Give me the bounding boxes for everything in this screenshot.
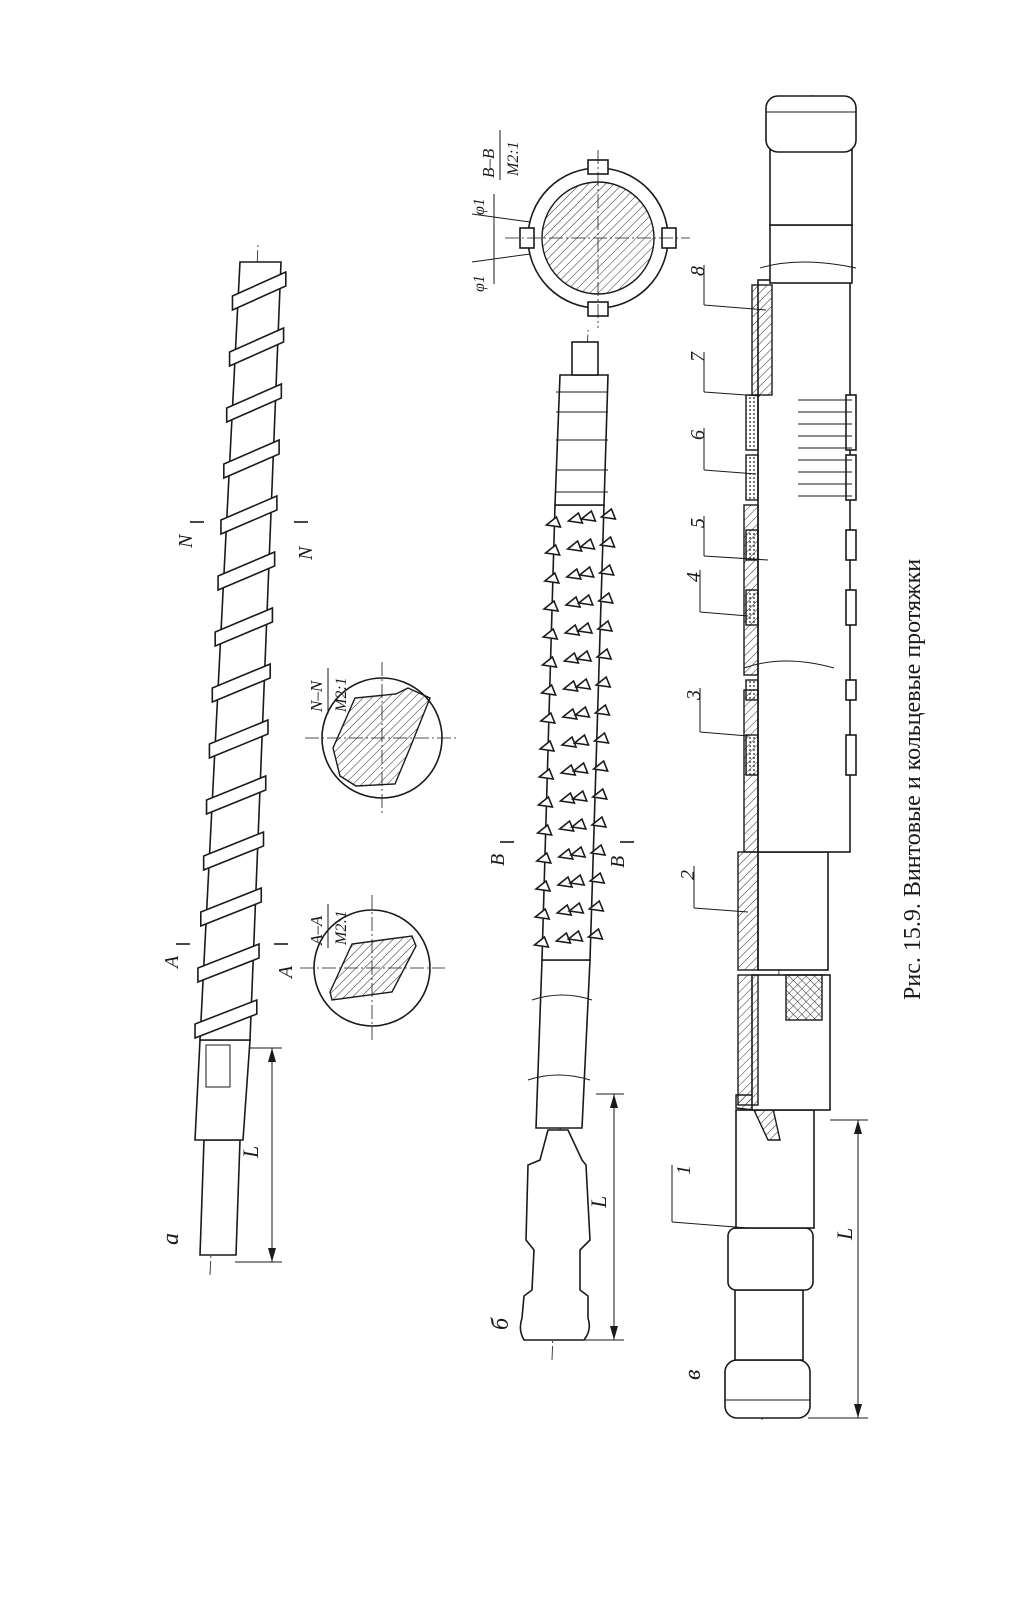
variant-label-b: б (488, 1317, 514, 1330)
svg-text:A–A: A–A (307, 915, 326, 946)
svg-text:A: A (275, 965, 297, 980)
callout-6: 6 (687, 430, 709, 440)
cut-marker-bb: B B (487, 841, 634, 868)
svg-text:B: B (607, 856, 629, 868)
svg-text:M2:1: M2:1 (333, 677, 350, 713)
figure-caption: Рис. 15.9. Винтовые и кольцевые протяжки (900, 559, 926, 1000)
svg-text:N: N (175, 533, 197, 549)
length-label-a: L (238, 1146, 263, 1159)
variant-label-v: в (680, 1370, 706, 1380)
callout-2: 2 (677, 870, 699, 880)
length-label-v: L (832, 1228, 857, 1241)
callout-5: 5 (687, 518, 709, 528)
section-nn: N–N M2:1 (305, 662, 458, 815)
broach-v (724, 94, 857, 1421)
svg-text:N: N (295, 545, 317, 561)
spline-teeth-b (532, 507, 617, 948)
dimension-v: L (808, 1119, 868, 1419)
cut-marker-nn: N N (175, 521, 317, 561)
helical-teeth-a (194, 270, 287, 1040)
dimension-b: L (584, 1093, 624, 1341)
variant-label-a: а (158, 1233, 184, 1245)
svg-text:A: A (161, 955, 183, 970)
callout-1: 1 (673, 1165, 695, 1175)
callout-numbers: 1 2 3 4 5 6 7 8 (671, 265, 769, 1229)
section-aa: A–A M2:1 (300, 895, 445, 1040)
callout-7: 7 (687, 351, 709, 362)
callout-8: 8 (687, 266, 709, 276)
broach-b (519, 329, 617, 1361)
svg-text:B: B (487, 854, 509, 866)
svg-text:M2:1: M2:1 (505, 141, 522, 177)
section-bb: φ1 φ1 B–B M2:1 (471, 130, 690, 328)
svg-text:B–B: B–B (479, 148, 498, 178)
angle-label-top: φ1 (471, 198, 488, 215)
length-label-b: L (586, 1196, 611, 1209)
callout-3: 3 (683, 690, 705, 701)
svg-text:N–N: N–N (307, 679, 326, 713)
callout-4: 4 (683, 572, 705, 582)
angle-label-bottom: φ1 (471, 275, 488, 292)
cut-marker-aa: A A (161, 943, 297, 980)
dimension-a: L (235, 1047, 282, 1263)
broach-a (194, 244, 287, 1276)
svg-text:M2:1: M2:1 (333, 910, 350, 946)
